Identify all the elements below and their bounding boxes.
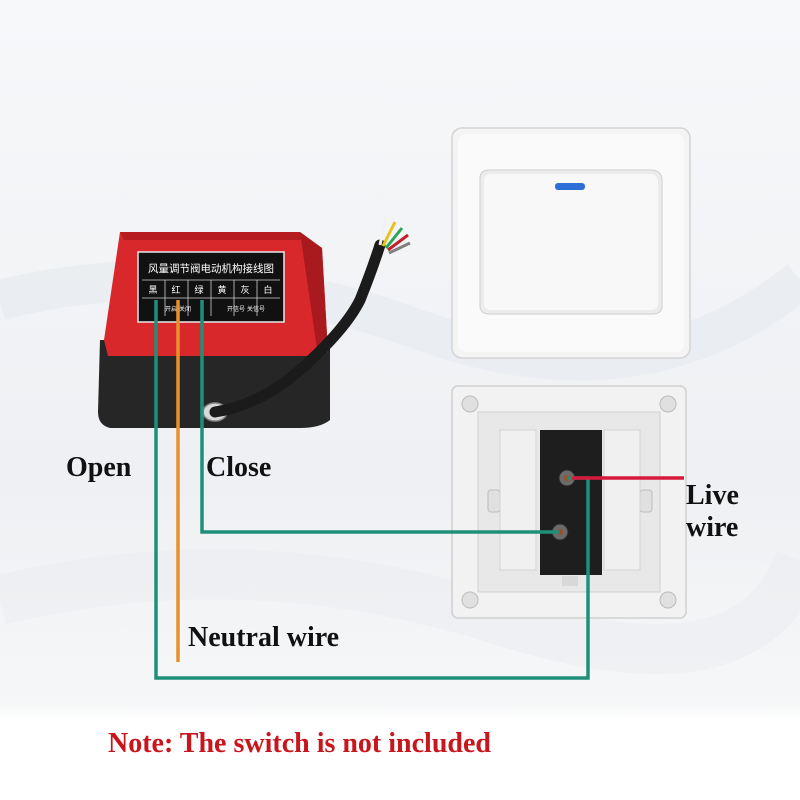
neutral-wire-label: Neutral wire <box>188 622 340 653</box>
terminal-label: 红 <box>171 284 180 296</box>
plate-sub-right: 开信号 关信号 <box>227 305 265 313</box>
close-wire <box>200 300 560 534</box>
terminal-label: 黑 <box>148 285 157 296</box>
actuator-label-plate: 风量调节阀电动机构接线图 黑 红 绿 黄 灰 白 开启 关闭 开信号 关信号 <box>137 251 285 323</box>
close-label: Close <box>206 452 272 483</box>
terminal-label: 白 <box>263 284 272 296</box>
note-text: Note: The switch is not included <box>108 728 491 759</box>
terminal-label: 灰 <box>240 284 249 296</box>
plate-title: 风量调节阀电动机构接线图 <box>148 262 274 275</box>
wiring <box>154 300 684 680</box>
terminal-label: 绿 <box>194 284 203 296</box>
terminal-label: 黄 <box>217 284 226 296</box>
wall-switch-back <box>451 385 687 619</box>
live-wire-label-line1: Live <box>686 480 739 511</box>
wall-switch-front <box>451 127 691 359</box>
indicator-light <box>555 183 585 190</box>
live-wire-label: Live wire <box>686 480 739 544</box>
live-wire-label-line2: wire <box>686 512 739 543</box>
open-label: Open <box>66 452 132 483</box>
